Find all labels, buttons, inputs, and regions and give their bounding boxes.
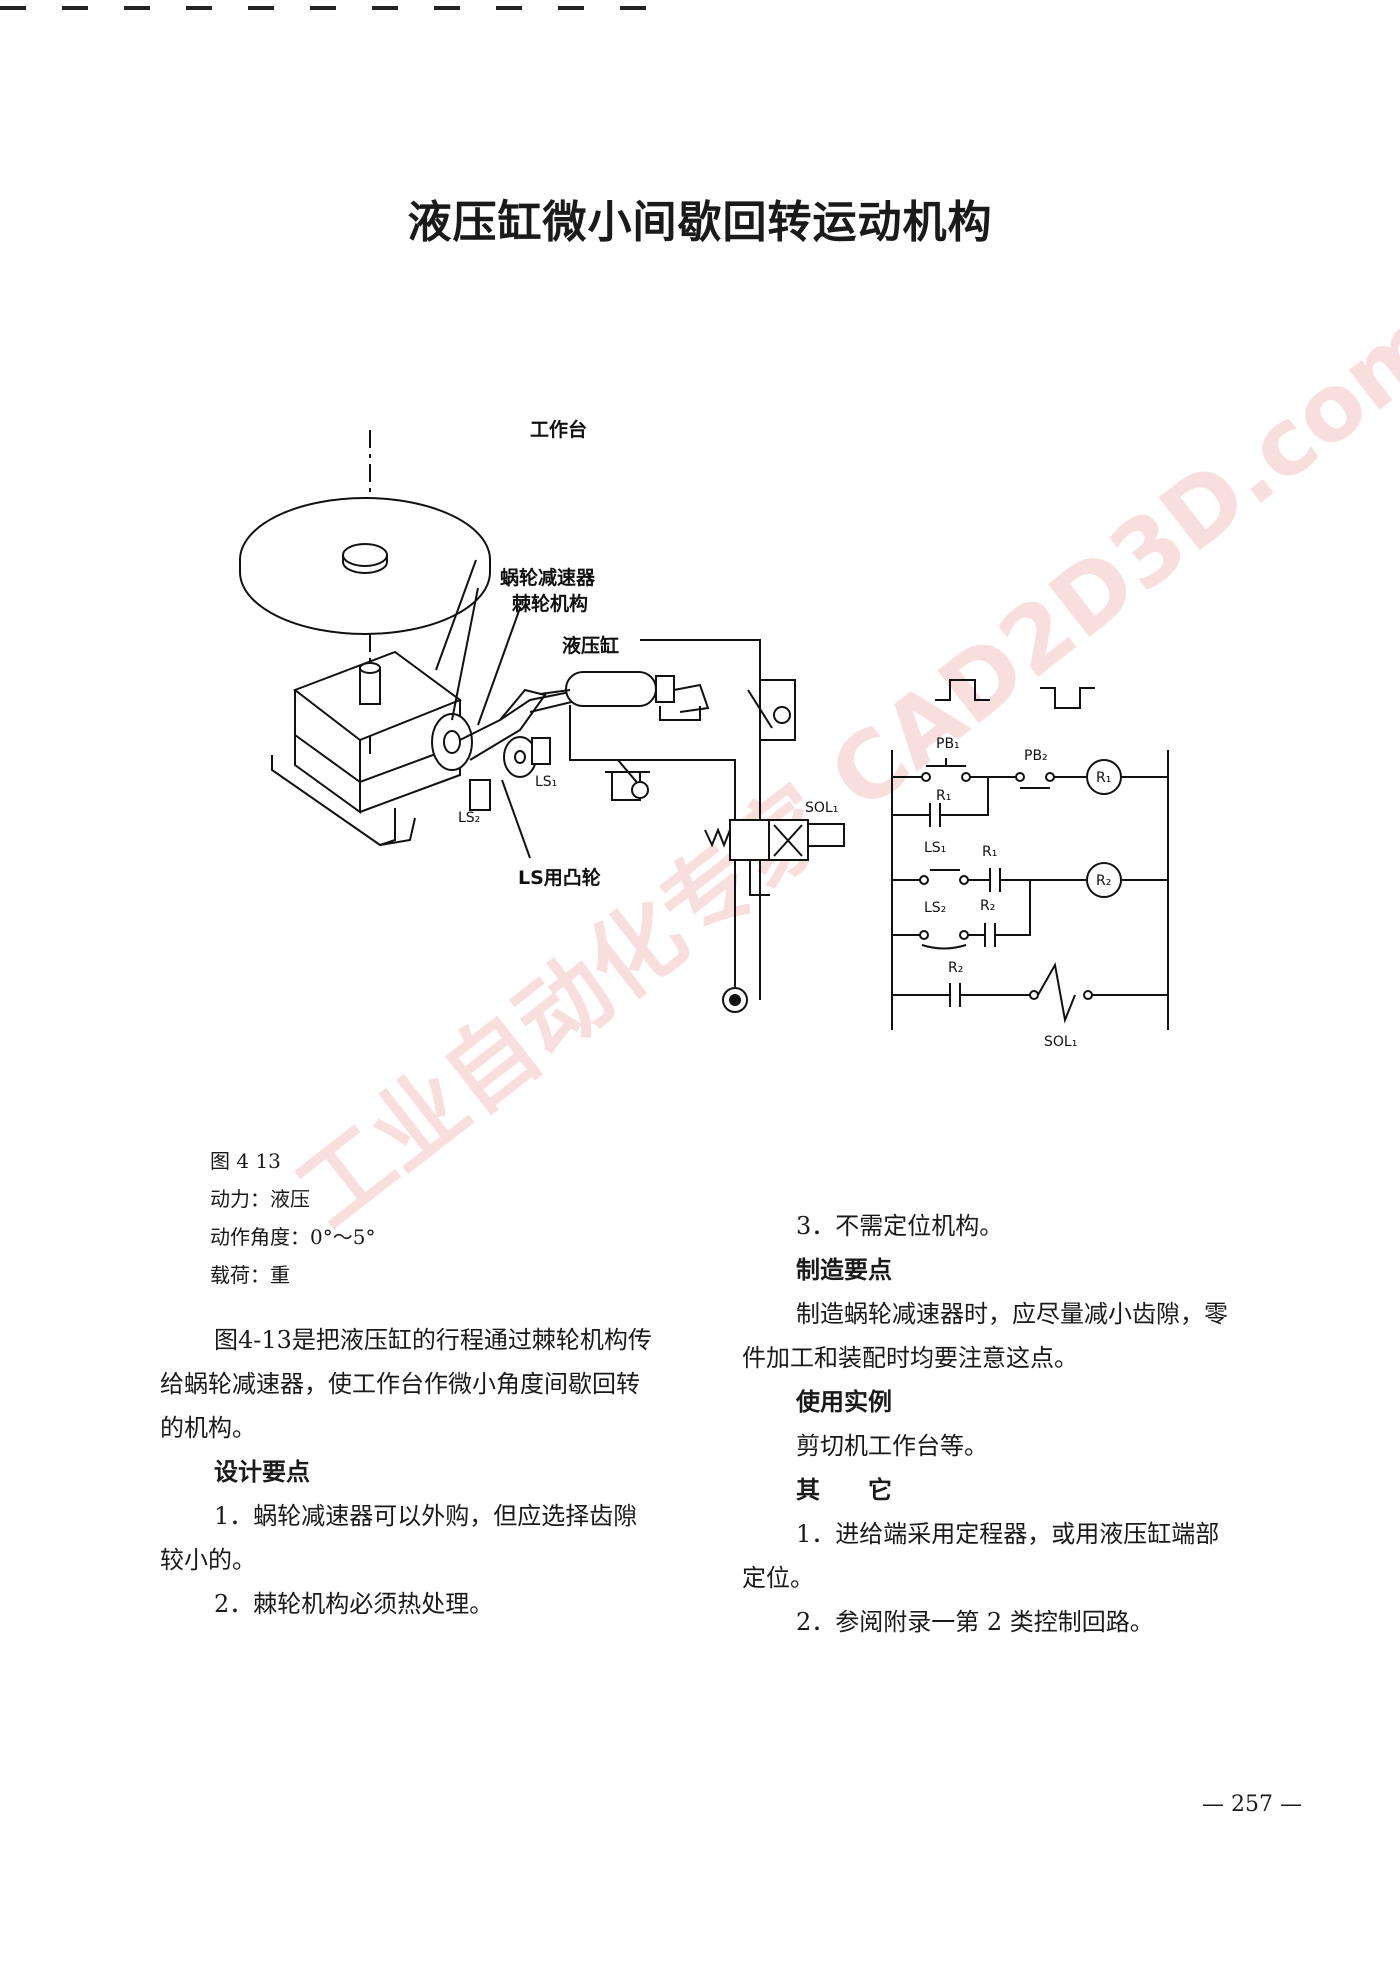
left-column: 图4-13是把液压缸的行程通过棘轮机构传 给蜗轮减速器，使工作台作微小角度间歇回… [160, 1318, 720, 1626]
label-worktable: 工作台 [530, 418, 587, 441]
angle-spec: 动作角度：0°～5° [210, 1225, 376, 1249]
label-contact-r2b: R₂ [948, 960, 963, 976]
manufacturing-heading: 制造要点 [796, 1256, 892, 1284]
design-point-1b: 较小的。 [160, 1546, 256, 1574]
ratchet-drawing [431, 587, 581, 859]
worktable-drawing [239, 430, 491, 760]
intro-line-2: 给蜗轮减速器，使工作台作微小角度间歇回转 [160, 1370, 640, 1398]
worm-reducer-drawing [271, 559, 477, 847]
design-heading: 设计要点 [214, 1458, 310, 1486]
load-spec: 载荷：重 [210, 1263, 290, 1287]
label-ratchet: 棘轮机构 [512, 592, 588, 615]
label-contact-r1: R₁ [936, 788, 951, 804]
pulse-symbols [935, 679, 1095, 709]
label-cam: LS用凸轮 [518, 866, 601, 889]
label-contact-r1b: R₁ [982, 844, 997, 860]
label-worm-reducer: 蜗轮减速器 [500, 566, 596, 589]
usage-example: 剪切机工作台等。 [796, 1432, 988, 1460]
usage-heading: 使用实例 [796, 1388, 892, 1416]
ladder-diagram [891, 750, 1169, 1030]
page-title: 液压缸微小间歇回转运动机构 [407, 197, 993, 248]
label-contact-r2: R₂ [980, 898, 995, 914]
intro-line-3: 的机构。 [160, 1414, 256, 1442]
other-heading: 其 它 [796, 1476, 892, 1504]
other-point-2: 2．参阅附录一第 2 类控制回路。 [796, 1608, 1154, 1636]
manufacturing-point-1b: 件加工和装配时均要注意这点。 [742, 1344, 1078, 1372]
label-ls1-contact: LS₁ [924, 840, 946, 856]
label-sol1-valve: SOL₁ [805, 800, 838, 816]
design-point-1a: 1．蜗轮减速器可以外购，但应选择齿隙 [214, 1502, 638, 1530]
label-pb2: PB₂ [1024, 748, 1048, 764]
design-point-3: 3．不需定位机构。 [796, 1212, 1004, 1240]
other-point-1a: 1．进给端采用定程器，或用液压缸端部 [796, 1520, 1220, 1548]
design-point-2: 2．棘轮机构必须热处理。 [214, 1590, 494, 1618]
label-ls1: LS₁ [535, 774, 557, 790]
top-dash-line [0, 6, 680, 10]
label-ls2: LS₂ [458, 810, 480, 826]
label-sol1-coil: SOL₁ [1044, 1034, 1077, 1050]
label-cylinder: 液压缸 [562, 634, 619, 657]
label-pb1: PB₁ [936, 736, 960, 752]
figure-number: 图 4 13 [210, 1149, 281, 1173]
hydraulic-cylinder-drawing [539, 671, 710, 721]
hydraulic-circuit [569, 639, 845, 1013]
other-point-1b: 定位。 [742, 1564, 814, 1592]
page-number: — 257 — [1202, 1792, 1302, 1817]
label-coil-r2: R₂ [1096, 873, 1111, 889]
power-spec: 动力：液压 [210, 1187, 310, 1211]
intro-line-1: 图4-13是把液压缸的行程通过棘轮机构传 [214, 1326, 652, 1354]
label-coil-r1: R₁ [1096, 770, 1111, 786]
right-column: 3．不需定位机构。 制造要点 制造蜗轮减速器时，应尽量减小齿隙，零 件加工和装配… [742, 1204, 1302, 1644]
label-ls2-contact: LS₂ [924, 900, 946, 916]
manufacturing-point-1a: 制造蜗轮减速器时，应尽量减小齿隙，零 [796, 1300, 1228, 1328]
figure-meta: 图 4 13 动力：液压 动作角度：0°～5° 载荷：重 [210, 1142, 375, 1294]
